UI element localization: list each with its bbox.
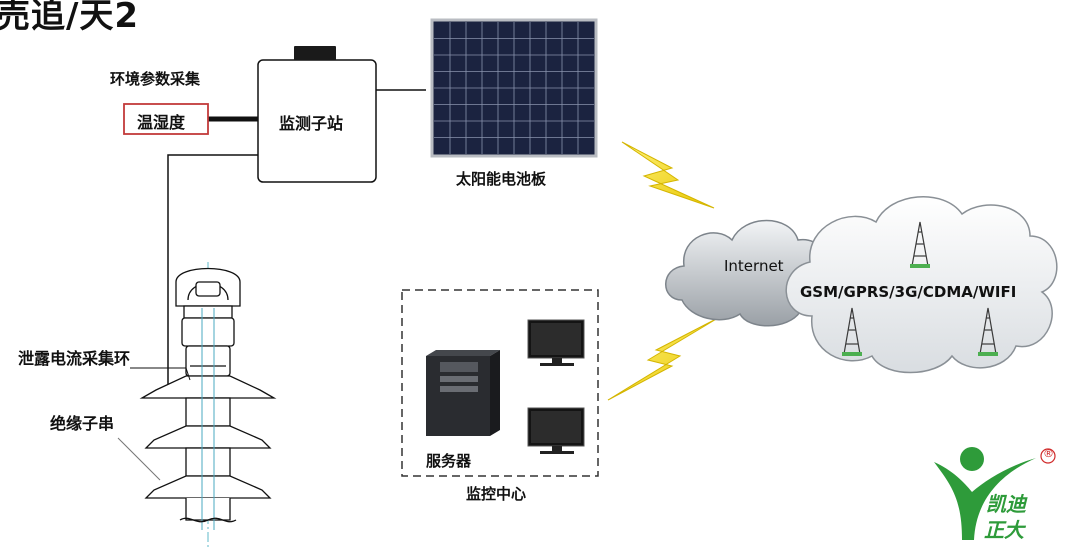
cell-tower-left	[842, 307, 862, 356]
monitor-lower	[527, 407, 585, 454]
solar-panel-label: 太阳能电池板	[456, 170, 547, 188]
leakage-leader	[185, 367, 191, 381]
monitor-center-label: 监控中心	[466, 485, 527, 503]
substation-label: 监测子站	[279, 114, 344, 133]
leakage-ring-label: 泄露电流采集环	[18, 349, 131, 368]
lightning-bolt-upper	[621, 141, 715, 209]
brand-name-line2: 正大	[984, 518, 1024, 542]
brand-name-line1: 凯迪	[986, 492, 1026, 516]
env-collect-label: 环境参数采集	[110, 70, 201, 88]
server-label: 服务器	[426, 452, 472, 470]
insulator-drawing	[139, 262, 277, 548]
lightning-bolt-lower	[607, 317, 719, 401]
insulator-label: 绝缘子串	[50, 414, 115, 433]
solar-panel-graphic	[430, 18, 598, 158]
network-label: GSM/GPRS/3G/CDMA/WIFI	[800, 283, 1017, 301]
page-title: 売追/天2	[0, 0, 140, 36]
registered-mark: ®	[1043, 447, 1054, 460]
server-tower	[426, 350, 500, 436]
brand-logo	[934, 447, 1056, 540]
cell-tower-top	[910, 221, 930, 268]
internet-label: Internet	[724, 257, 784, 275]
network-cloud	[785, 196, 1058, 374]
monitor-center-frame	[401, 289, 599, 477]
temp-humidity-label: 温湿度	[137, 113, 186, 132]
insulator-leader	[117, 437, 161, 481]
temp-humidity-box	[123, 103, 209, 135]
substation-antenna	[294, 46, 336, 60]
monitor-upper	[527, 319, 585, 366]
leakage-cable	[167, 154, 262, 388]
cell-tower-right	[978, 307, 998, 356]
